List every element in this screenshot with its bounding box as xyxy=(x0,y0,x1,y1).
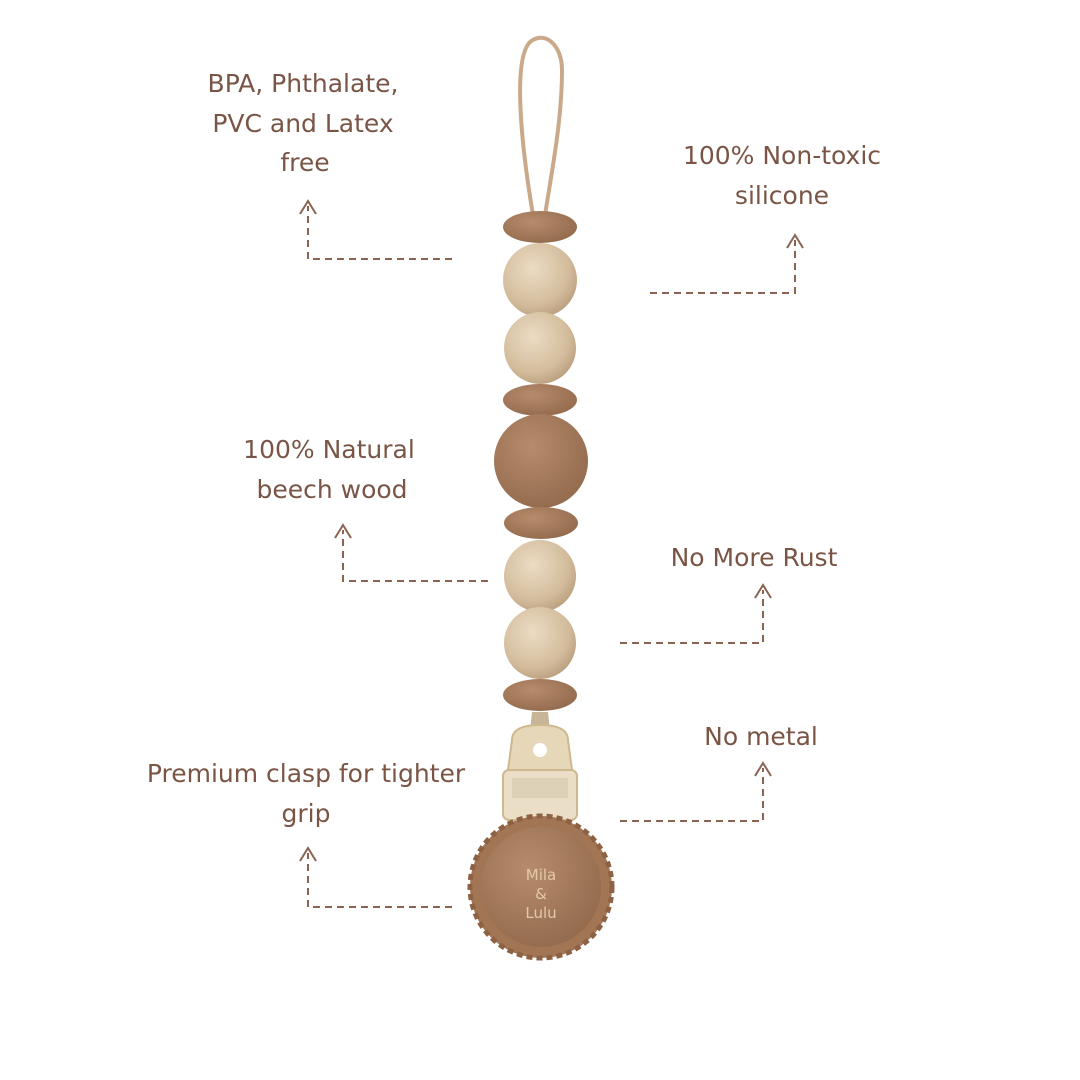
clasp xyxy=(502,723,578,821)
silicone-round-bead xyxy=(494,414,588,508)
silicone-lens-bead xyxy=(503,211,577,243)
arrow-up-icon xyxy=(786,233,804,249)
wood-bead xyxy=(504,607,576,679)
dashed-arrow xyxy=(307,853,452,908)
feature-bpa-free: BPA, Phthalate, PVC and Latex free xyxy=(208,69,452,260)
dashed-arrow xyxy=(620,590,764,644)
dashed-arrow xyxy=(620,768,764,822)
feature-text: beech wood xyxy=(256,475,407,504)
feature-non-toxic-silicone: 100% Non-toxic silicone xyxy=(650,141,881,294)
silicone-lens-bead xyxy=(504,507,578,539)
brand-line: Lulu xyxy=(525,904,556,922)
feature-text: silicone xyxy=(735,181,829,210)
dashed-arrow xyxy=(307,206,452,260)
arrow-up-icon xyxy=(754,761,772,777)
feature-text: Premium clasp for tighter xyxy=(147,759,466,788)
arrow-up-icon xyxy=(754,583,772,599)
feature-text: 100% Natural xyxy=(243,435,415,464)
feature-text: free xyxy=(280,148,329,177)
feature-text: No More Rust xyxy=(671,543,838,572)
silicone-lens-bead xyxy=(503,384,577,416)
feature-text: 100% Non-toxic xyxy=(683,141,881,170)
feature-text: PVC and Latex xyxy=(212,109,393,138)
arrow-up-icon xyxy=(299,846,317,862)
feature-text: grip xyxy=(282,799,331,828)
clasp-button xyxy=(481,827,601,947)
brand-line: Mila xyxy=(526,866,556,884)
feature-premium-clasp: Premium clasp for tighter grip xyxy=(147,759,466,908)
feature-beech-wood: 100% Natural beech wood xyxy=(243,435,488,582)
brand-line: & xyxy=(535,885,547,903)
dashed-arrow xyxy=(650,240,796,294)
silicone-lens-bead xyxy=(503,679,577,711)
dashed-arrow xyxy=(342,530,488,582)
feature-text: BPA, Phthalate, xyxy=(208,69,399,98)
pacifier-clip-illustration: Mila & Lulu xyxy=(467,35,615,961)
feature-no-metal: No metal xyxy=(620,722,818,822)
arrow-up-icon xyxy=(334,523,352,539)
feature-text: No metal xyxy=(704,722,818,751)
wood-bead xyxy=(503,243,577,317)
feature-no-rust: No More Rust xyxy=(620,543,838,644)
wood-bead xyxy=(504,312,576,384)
wood-bead xyxy=(504,540,576,612)
cord-loop xyxy=(518,35,565,216)
arrow-up-icon xyxy=(299,199,317,215)
brand-logo: Mila & Lulu xyxy=(525,866,556,922)
